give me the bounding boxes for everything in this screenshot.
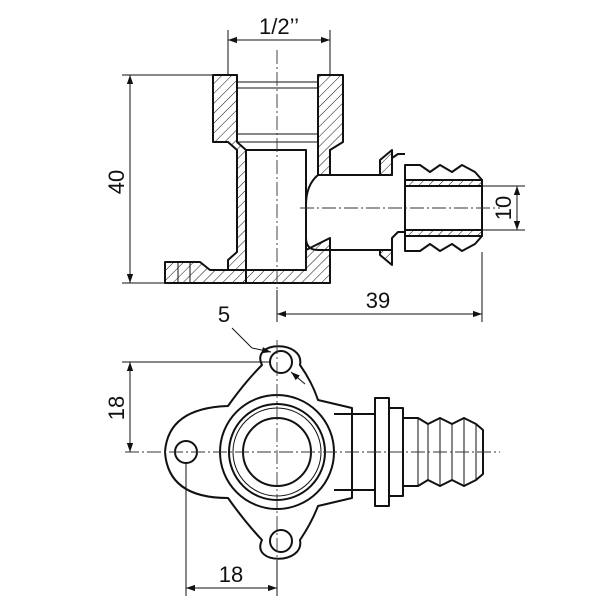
hole-diameter-label: 5: [218, 302, 230, 327]
hole-spacing-horizontal-label: 18: [219, 562, 243, 587]
base-plate-right: [245, 237, 331, 284]
mounting-plate: [164, 345, 353, 560]
height-label: 40: [104, 170, 129, 194]
barbed-tail-plan: [402, 417, 484, 487]
plan-view: [125, 340, 500, 590]
bore: [246, 149, 307, 270]
length-label: 39: [366, 288, 390, 313]
bottom-dimensions: 5 18 18: [104, 302, 306, 596]
hole-spacing-vertical-label: 18: [104, 396, 129, 420]
thread-lines: [237, 81, 318, 143]
tail-wall-upper: [404, 179, 483, 187]
top-dimensions: 1/2’’ 40 10 39: [104, 14, 525, 322]
mount-hole-top: [269, 350, 293, 374]
tail-wall-lower: [404, 229, 483, 237]
section-view: [164, 50, 500, 300]
outlet-body-lower: [305, 174, 405, 251]
nut-upper: [379, 149, 393, 176]
thread-size-label: 1/2’’: [259, 14, 299, 39]
nut-lower: [379, 249, 393, 266]
pipe-diameter-label: 10: [491, 196, 516, 220]
socket-right-wall: [317, 74, 344, 176]
socket-left-wall: [212, 74, 247, 271]
mount-hole-bottom: [269, 529, 293, 553]
ear-hole-section: [177, 262, 191, 283]
